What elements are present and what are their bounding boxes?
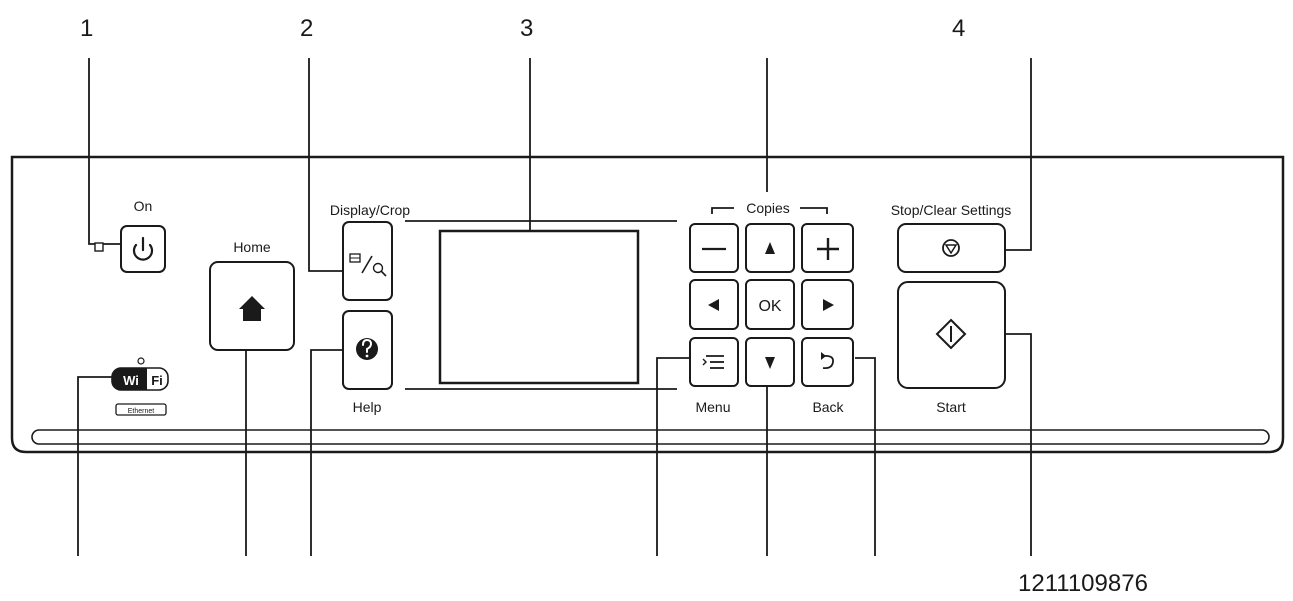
- callout-1: 1: [80, 15, 93, 42]
- menu-label: Menu: [695, 399, 730, 415]
- help-label: Help: [353, 399, 382, 415]
- arrow-right-icon: [823, 299, 834, 311]
- help-icon: [356, 338, 378, 360]
- leader-lines-top: [88, 58, 1032, 282]
- stop-clear-button[interactable]: [897, 223, 1006, 273]
- ok-button[interactable]: OK: [745, 279, 795, 330]
- stop-icon: [942, 239, 960, 257]
- callout-4: 4: [952, 15, 965, 42]
- arrow-down-icon: [765, 357, 775, 369]
- up-button[interactable]: [745, 223, 795, 273]
- leader-lines-bottom: [77, 318, 1032, 556]
- back-label: Back: [812, 399, 844, 415]
- help-button[interactable]: [342, 310, 393, 390]
- arrow-left-icon: [708, 299, 719, 311]
- start-button[interactable]: [897, 281, 1006, 389]
- display-crop-icon: [349, 253, 387, 277]
- power-button[interactable]: [120, 225, 166, 273]
- home-button[interactable]: [209, 261, 295, 351]
- ethernet-label: Ethernet: [128, 408, 155, 415]
- panel-body: [10, 155, 1285, 454]
- menu-button[interactable]: [689, 337, 739, 387]
- wifi-led: [137, 357, 145, 365]
- back-icon: [821, 352, 834, 370]
- power-led: [94, 242, 104, 252]
- on-label: On: [134, 198, 153, 214]
- right-button[interactable]: [801, 279, 854, 330]
- down-button[interactable]: [745, 337, 795, 387]
- left-button[interactable]: [689, 279, 739, 330]
- copies-label: Copies: [746, 200, 790, 216]
- plus-icon: [817, 238, 839, 260]
- arrow-up-icon: [765, 242, 775, 254]
- home-icon: [239, 296, 265, 321]
- plus-button[interactable]: [801, 223, 854, 273]
- callout-2: 2: [300, 15, 313, 42]
- ethernet-indicator: Ethernet: [115, 403, 167, 416]
- callout-bottom: 1211109876: [1018, 570, 1148, 597]
- menu-icon: [702, 355, 724, 369]
- start-icon: [935, 318, 967, 350]
- ok-label: OK: [758, 298, 781, 315]
- minus-button[interactable]: [689, 223, 739, 273]
- wifi-wi-text: Wi: [123, 373, 139, 388]
- power-icon: [132, 236, 154, 261]
- home-label: Home: [233, 239, 271, 255]
- callout-3: 3: [520, 15, 533, 42]
- copies-bracket: [711, 207, 828, 214]
- wifi-icon: Wi Fi: [111, 367, 169, 391]
- paper-slot: [31, 429, 1270, 445]
- display-crop-label: Display/Crop: [330, 202, 410, 218]
- wifi-fi-text: Fi: [151, 373, 163, 388]
- stop-clear-label: Stop/Clear Settings: [891, 202, 1012, 218]
- back-button[interactable]: [801, 337, 854, 387]
- start-label: Start: [936, 399, 966, 415]
- lcd-screen: [438, 229, 640, 385]
- display-crop-button[interactable]: [342, 221, 393, 301]
